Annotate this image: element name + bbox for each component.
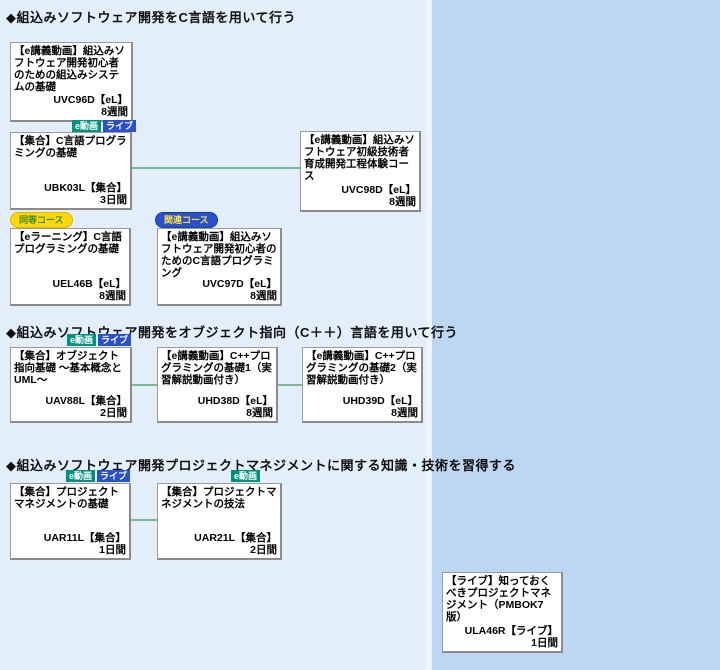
- course-box-uhd39d[interactable]: 【e講義動画】C++プログラミングの基礎2（実習解説動画付き） UHD39D【e…: [302, 347, 423, 423]
- course-title: 【集合】オブジェクト指向基礎 ～基本概念とUML～: [14, 350, 122, 387]
- course-code: UVC97D【eL】: [202, 277, 277, 290]
- equivalent-course-pill: 同等コース: [10, 212, 73, 228]
- course-title: 【集合】プロジェクトマネジメントの技法: [161, 486, 277, 511]
- course-duration: 1日間: [531, 636, 558, 649]
- connector-line: [132, 384, 157, 386]
- course-code: UVC98D【eL】: [341, 183, 416, 196]
- e-video-badge: e動画: [231, 470, 261, 482]
- course-meta: UAV88L【集合】 2日間: [46, 395, 127, 419]
- course-meta: ULA46R【ライブ】 1日間: [465, 625, 558, 649]
- background-divider: [426, 0, 432, 670]
- course-box-uvc97d[interactable]: 【e講義動画】組込みソフトウェア開発初心者のためのC言語プログラミング UVC9…: [157, 228, 282, 306]
- live-badge: ライブ: [98, 334, 132, 346]
- course-box-ubk03l[interactable]: 【集合】C言語プログラミングの基礎 UBK03L【集合】 3日間: [10, 132, 132, 210]
- connector-line: [132, 167, 300, 169]
- course-duration: 8週間: [250, 289, 277, 302]
- course-meta: UVC97D【eL】 8週間: [202, 278, 277, 302]
- course-box-uav88l[interactable]: 【集合】オブジェクト指向基礎 ～基本概念とUML～ UAV88L【集合】 2日間: [10, 347, 132, 423]
- course-box-uvc98d[interactable]: 【e講義動画】組込みソフトウェア初級技術者育成開発工程体験コース UVC98D【…: [300, 131, 421, 212]
- section-title-c-language: ◆組込みソフトウェア開発をC言語を用いて行う: [6, 10, 296, 25]
- course-duration: 8週間: [101, 105, 128, 118]
- course-box-ula46r[interactable]: 【ライブ】知っておくべきプロジェクトマネジメント（PMBOK7版） ULA46R…: [442, 572, 563, 653]
- course-box-uvc96d[interactable]: 【e講義動画】組込みソフトウェア開発初心者のための組込みシステムの基礎 UVC9…: [10, 42, 133, 122]
- course-duration: 3日間: [100, 193, 127, 206]
- course-box-uar11l[interactable]: 【集合】プロジェクトマネジメントの基礎 UAR11L【集合】 1日間: [10, 483, 131, 560]
- course-duration: 2日間: [100, 406, 127, 419]
- course-meta: UAR21L【集合】 2日間: [194, 532, 277, 556]
- course-title: 【ライブ】知っておくべきプロジェクトマネジメント（PMBOK7版）: [446, 575, 551, 624]
- course-meta: UHD39D【eL】 8週間: [343, 395, 418, 419]
- course-code: UAR21L【集合】: [194, 531, 277, 544]
- format-badges-s3b: e動画: [231, 470, 261, 482]
- course-code: UAV88L【集合】: [45, 394, 127, 407]
- course-title: 【e講義動画】組込みソフトウェア初級技術者育成開発工程体験コース: [304, 134, 415, 183]
- course-meta: UVC98D【eL】 8週間: [341, 184, 416, 208]
- course-code: UAR11L【集合】: [43, 531, 126, 544]
- course-duration: 8週間: [246, 406, 273, 419]
- course-duration: 2日間: [250, 543, 277, 556]
- course-duration: 1日間: [99, 543, 126, 556]
- course-box-uhd38d[interactable]: 【e講義動画】C++プログラミングの基礎1（実習解説動画付き） UHD38D【e…: [157, 347, 278, 423]
- course-code: UEL46B【eL】: [52, 277, 126, 290]
- course-code: ULA46R【ライブ】: [464, 624, 558, 637]
- course-code: UVC96D【eL】: [53, 93, 128, 106]
- section-title-project-management: ◆組込みソフトウェア開発プロジェクトマネジメントに関する知識・技術を習得する: [6, 458, 516, 473]
- live-badge: ライブ: [97, 470, 131, 482]
- course-duration: 8週間: [389, 195, 416, 208]
- e-video-badge: e動画: [66, 470, 96, 482]
- course-code: UHD39D【eL】: [342, 394, 418, 407]
- background-right-column: [432, 0, 720, 670]
- related-course-pill: 関連コース: [155, 212, 218, 228]
- format-badges-s1: e動画 ライブ: [72, 120, 137, 132]
- course-box-uar21l[interactable]: 【集合】プロジェクトマネジメントの技法 UAR21L【集合】 2日間: [157, 483, 282, 560]
- course-meta: UAR11L【集合】 1日間: [44, 532, 126, 556]
- format-badges-s3a: e動画 ライブ: [66, 470, 131, 482]
- course-title: 【集合】C言語プログラミングの基礎: [14, 135, 127, 160]
- course-meta: UBK03L【集合】 3日間: [44, 182, 127, 206]
- connector-line: [278, 384, 302, 386]
- course-title: 【集合】プロジェクトマネジメントの基礎: [14, 486, 119, 511]
- e-video-badge: e動画: [72, 120, 102, 132]
- course-code: UHD38D【eL】: [197, 394, 273, 407]
- course-meta: UVC96D【eL】 8週間: [53, 94, 128, 118]
- course-title: 【e講義動画】組込みソフトウェア開発初心者のためのC言語プログラミング: [161, 231, 277, 280]
- course-duration: 8週間: [99, 289, 126, 302]
- format-badges-s2: e動画 ライブ: [67, 334, 132, 346]
- connector-line: [131, 519, 157, 521]
- course-meta: UEL46B【eL】 8週間: [52, 278, 126, 302]
- course-duration: 8週間: [391, 406, 418, 419]
- course-title: 【e講義動画】C++プログラミングの基礎2（実習解説動画付き）: [306, 350, 417, 387]
- course-title: 【e講義動画】C++プログラミングの基礎1（実習解説動画付き）: [161, 350, 272, 387]
- course-code: UBK03L【集合】: [44, 181, 127, 194]
- course-box-uel46b[interactable]: 【eラーニング】C言語プログラミングの基礎 UEL46B【eL】 8週間: [10, 228, 131, 306]
- e-video-badge: e動画: [67, 334, 97, 346]
- live-badge: ライブ: [103, 120, 137, 132]
- course-title: 【eラーニング】C言語プログラミングの基礎: [14, 231, 122, 256]
- course-title: 【e講義動画】組込みソフトウェア開発初心者のための組込みシステムの基礎: [14, 45, 125, 94]
- course-meta: UHD38D【eL】 8週間: [198, 395, 273, 419]
